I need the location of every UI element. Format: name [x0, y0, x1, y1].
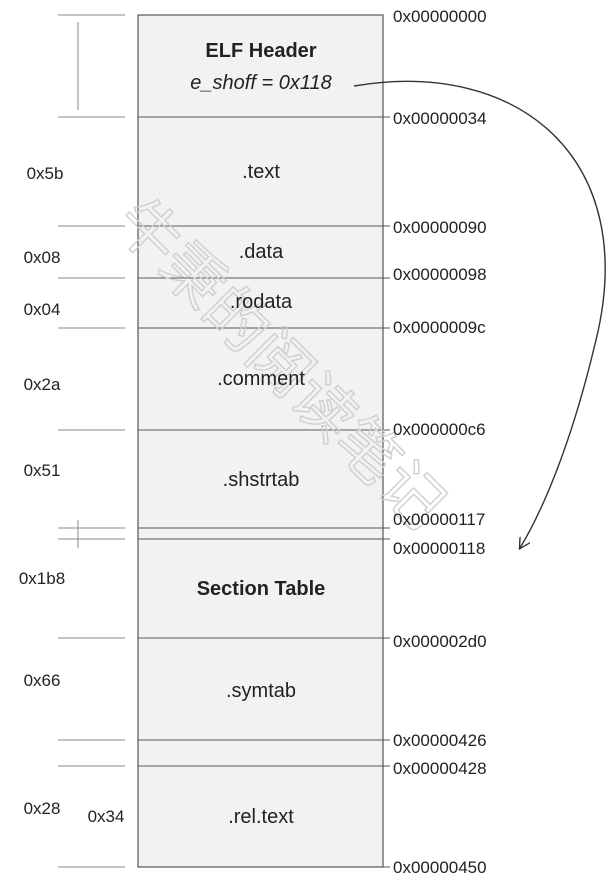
address-label: 0x00000098 [393, 265, 487, 284]
size-label: 0x51 [24, 461, 61, 480]
boundary-lines [138, 14, 390, 868]
address-label: 0x000002d0 [393, 632, 487, 651]
section-label-symtab: .symtab [226, 680, 296, 702]
elf-header-shoff: e_shoff = 0x118 [190, 72, 331, 94]
address-label: 0x00000117 [393, 510, 485, 529]
section-label-rodata: .rodata [230, 291, 293, 313]
address-label: 0x0000009c [393, 318, 486, 337]
size-label: 0x28 [24, 799, 61, 818]
size-label: 0x34 [88, 807, 125, 826]
section-label-comment: .comment [217, 368, 305, 390]
section-label-shstrtab: .shstrtab [223, 469, 300, 491]
section-label-section-table: Section Table [197, 578, 326, 600]
size-label: 0x66 [24, 671, 61, 690]
size-label: 0x08 [24, 248, 61, 267]
size-label: 0x04 [24, 300, 61, 319]
section-label-rel-text: .rel.text [228, 806, 294, 828]
size-label: 0x2a [24, 375, 61, 394]
size-ruler [58, 14, 125, 868]
address-label: 0x00000426 [393, 731, 487, 750]
address-label: 0x00000450 [393, 858, 487, 877]
memory-column [137, 14, 384, 868]
address-label: 0x00000000 [393, 7, 487, 26]
size-label: 0x1b8 [19, 569, 65, 588]
size-label: 0x5b [27, 164, 64, 183]
address-label: 0x00000428 [393, 759, 487, 778]
shoff-pointer-arrow [353, 80, 606, 548]
address-label: 0x00000034 [393, 109, 487, 128]
address-label: 0x00000090 [393, 218, 487, 237]
address-label: 0x000000c6 [393, 420, 486, 439]
section-label-data: .data [239, 241, 284, 263]
address-label: 0x00000118 [393, 539, 485, 558]
section-label-elf-header: ELF Header [205, 40, 316, 62]
section-label-text: .text [242, 161, 280, 183]
